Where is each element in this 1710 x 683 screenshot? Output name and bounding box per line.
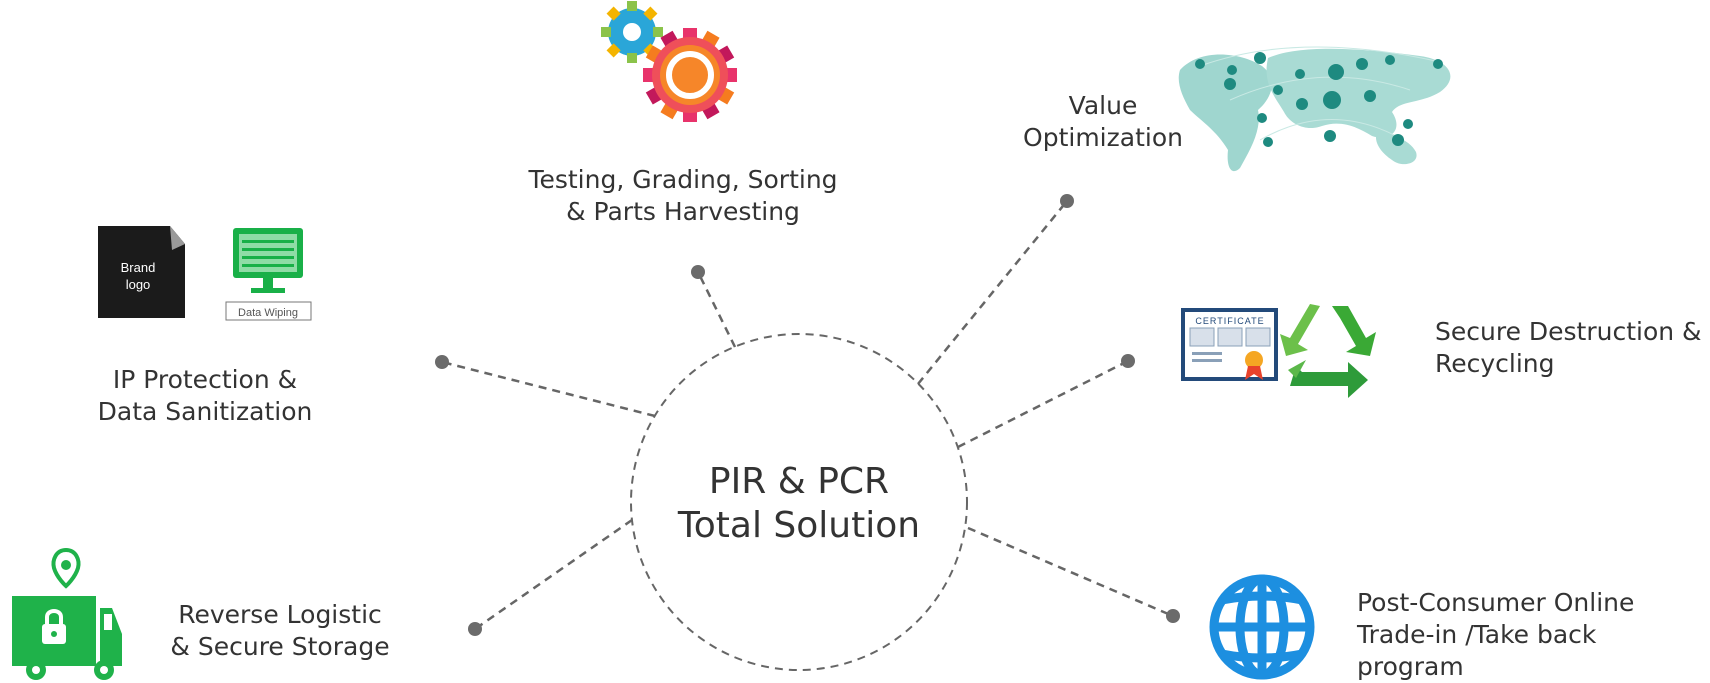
connector-testing: [696, 271, 737, 348]
label-reverse-line1: Reverse Logistic: [178, 600, 382, 629]
label-ip-line2: Data Sanitization: [97, 397, 313, 426]
connector-value: [917, 200, 1068, 385]
certificate-text: CERTIFICATE: [1195, 316, 1264, 326]
label-post: Post-Consumer Online Trade-in /Take back…: [1357, 587, 1634, 683]
connector-post: [967, 526, 1174, 618]
world-map-icon: [1178, 46, 1451, 172]
truck-icon: [12, 547, 122, 680]
label-ip: IP Protection & Data Sanitization: [80, 364, 330, 428]
center-title-line1: PIR & PCR: [708, 461, 890, 502]
label-ip-line1: IP Protection &: [112, 365, 298, 394]
endpoint-post: [1166, 609, 1180, 623]
connector-secure: [957, 359, 1129, 449]
label-reverse-line2: & Secure Storage: [170, 632, 390, 661]
label-testing: Testing, Grading, Sorting & Parts Harves…: [525, 164, 841, 228]
label-post-line3: program: [1357, 652, 1464, 681]
endpoint-ip: [435, 355, 449, 369]
center-circle: [630, 333, 968, 671]
endpoint-value: [1060, 194, 1074, 208]
label-secure-line2: Recycling: [1435, 349, 1555, 378]
label-post-line1: Post-Consumer Online: [1357, 588, 1635, 617]
label-secure: Secure Destruction & Recycling: [1435, 316, 1702, 380]
brand-logo-icon: [98, 226, 185, 318]
label-testing-line2: & Parts Harvesting: [566, 197, 800, 226]
label-value-line2: Optimization: [1023, 123, 1183, 152]
label-testing-line1: Testing, Grading, Sorting: [528, 165, 838, 194]
center-title-line2: Total Solution: [677, 505, 921, 546]
endpoint-secure: [1121, 354, 1135, 368]
connector-ip: [441, 360, 656, 418]
label-post-line2: Trade-in /Take back: [1357, 620, 1597, 649]
gears-icon: [601, 1, 737, 122]
label-value-line1: Value: [1068, 91, 1138, 120]
endpoint-testing: [691, 265, 705, 279]
label-reverse: Reverse Logistic & Secure Storage: [160, 599, 400, 663]
certificate-icon: [1181, 308, 1278, 381]
label-secure-line1: Secure Destruction &: [1435, 317, 1702, 346]
data-wiping-icon: [225, 228, 312, 321]
recycle-icon: [1280, 304, 1376, 398]
endpoint-reverse: [468, 622, 482, 636]
connector-reverse: [474, 518, 633, 631]
brand-logo-text-1: Brand: [121, 260, 156, 275]
brand-logo-text-2: logo: [126, 277, 151, 292]
globe-icon: [1209, 574, 1315, 680]
label-value: Value Optimization: [1018, 90, 1188, 154]
data-wiping-text: Data Wiping: [238, 307, 298, 319]
center-title: PIR & PCR Total Solution: [664, 460, 934, 548]
